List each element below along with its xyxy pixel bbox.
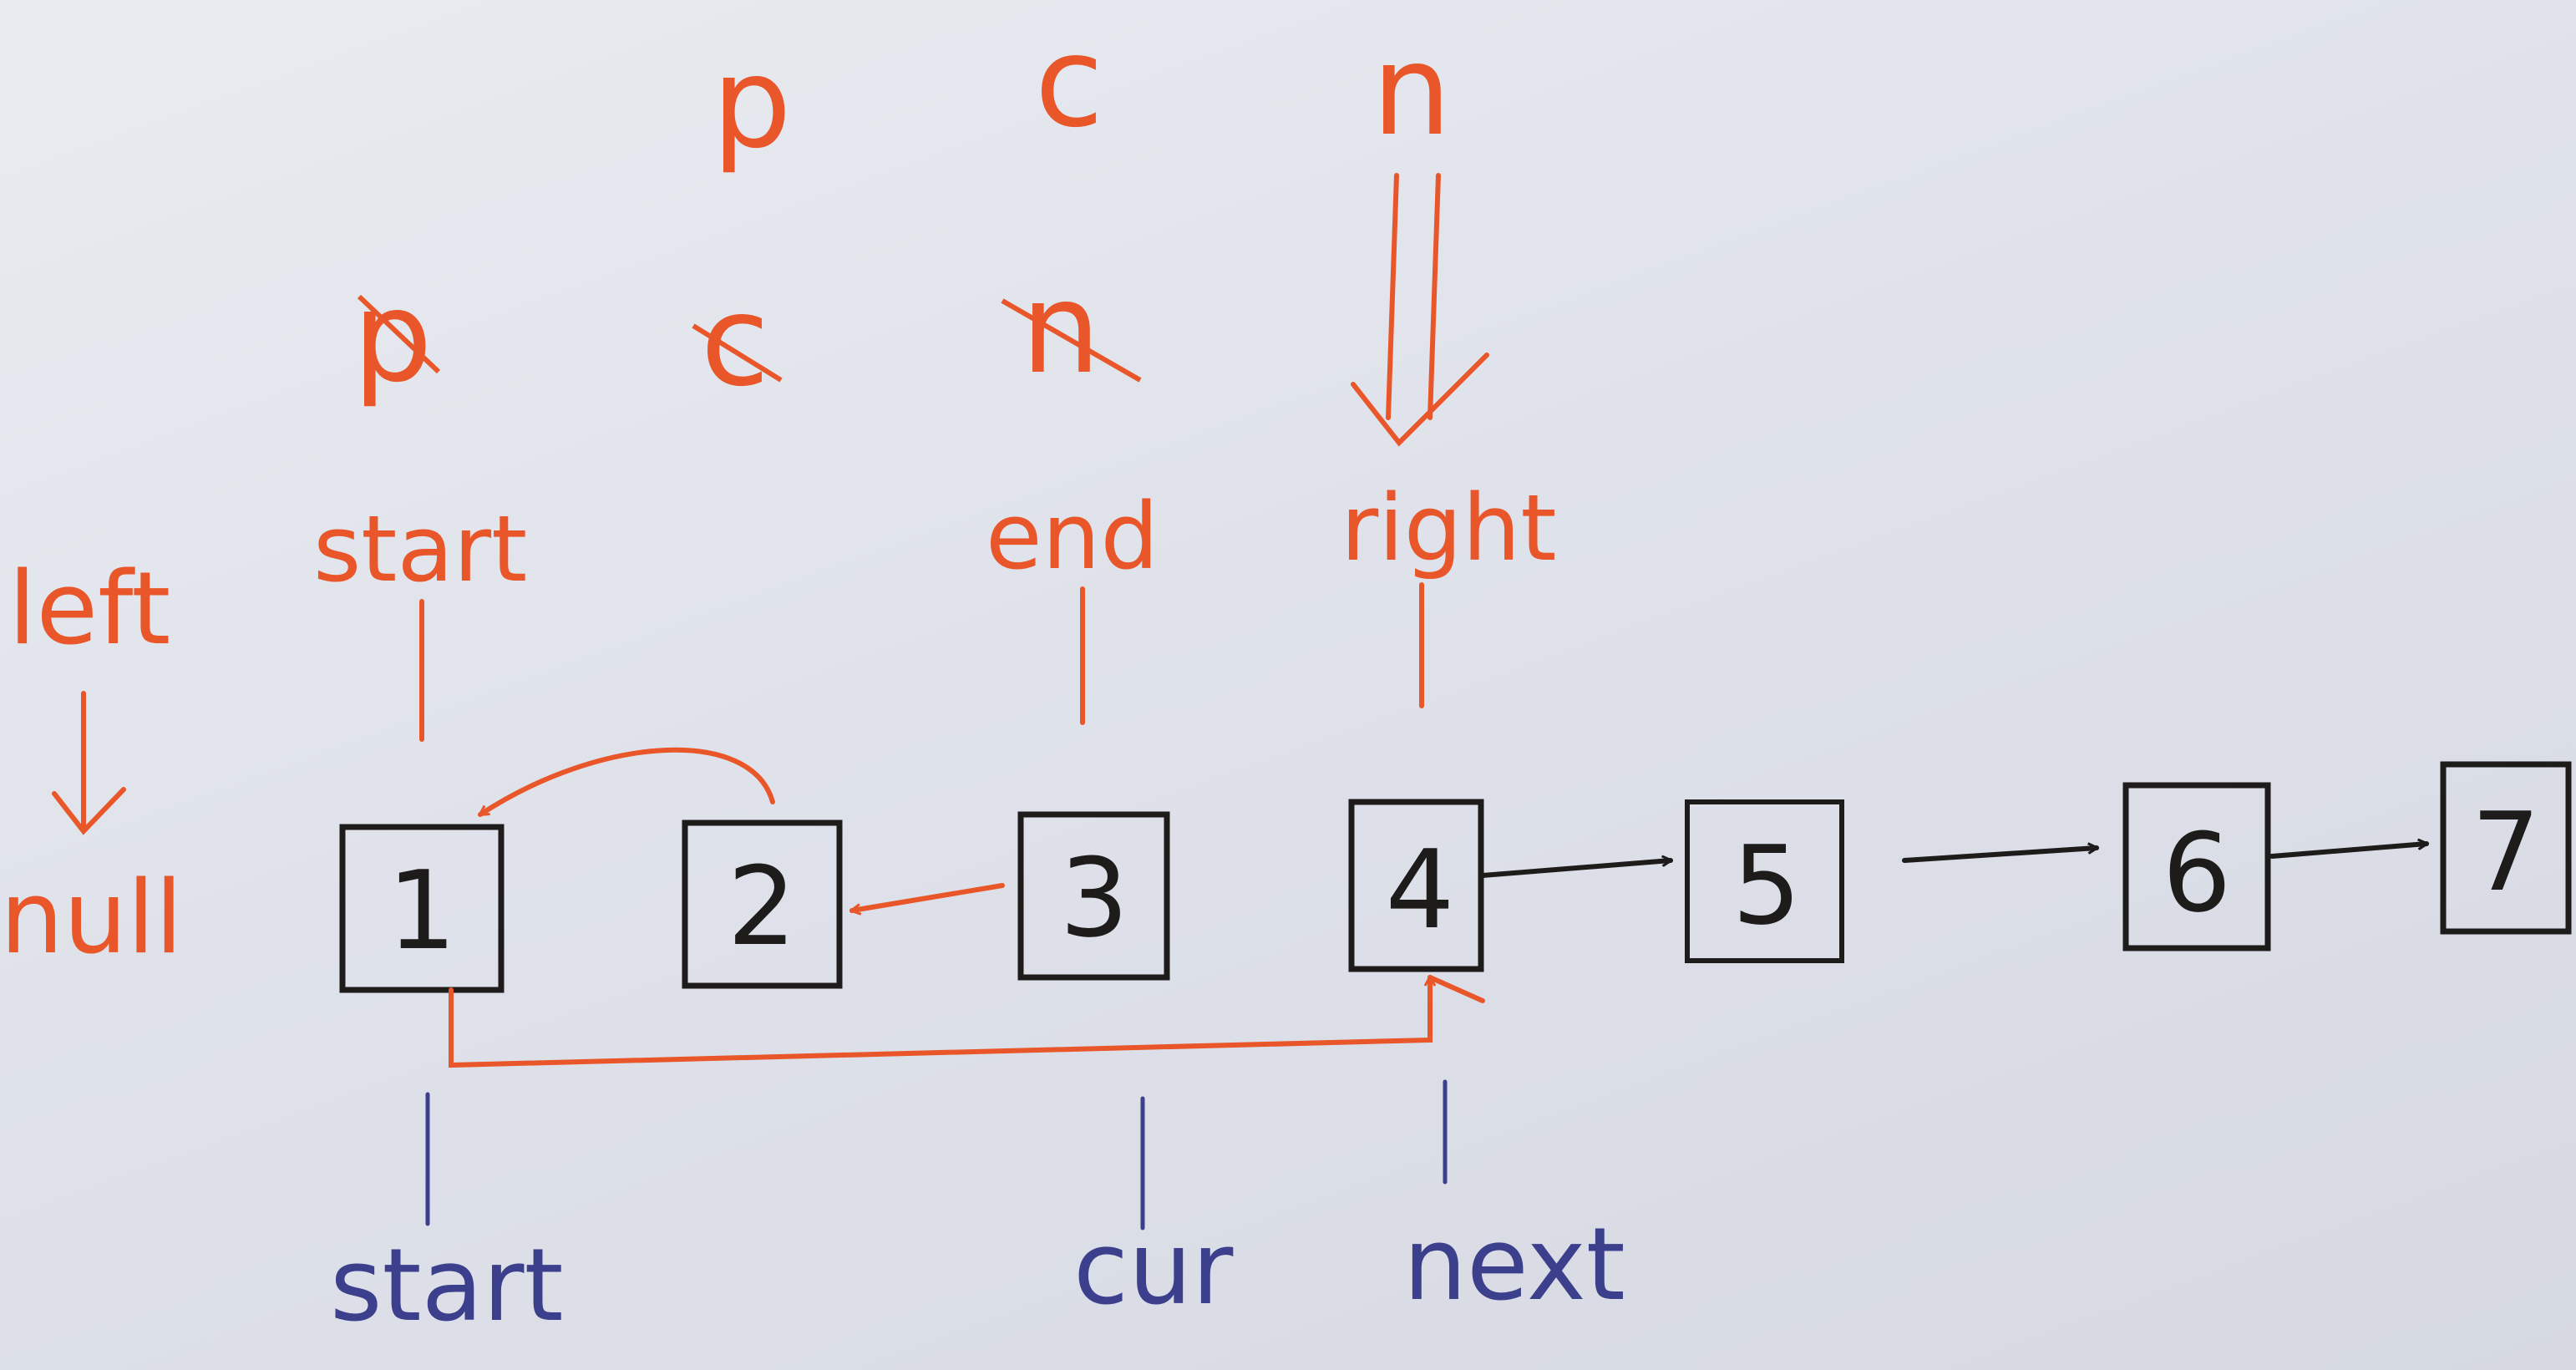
double-arrow-down — [1351, 173, 1489, 447]
node-4: 4 — [1348, 799, 1484, 972]
svg-text:1: 1 — [388, 847, 457, 974]
label-cur: cur — [1073, 1211, 1234, 1327]
top-letter-p: p — [712, 31, 791, 176]
left-to-null-arrow — [52, 691, 126, 835]
label-null: null — [0, 860, 183, 977]
top-letter-n: n — [1372, 18, 1451, 164]
svg-text:n: n — [1021, 256, 1100, 402]
svg-text:3: 3 — [1060, 835, 1129, 962]
crossed-letter-c: c — [692, 269, 783, 414]
label-left: left — [8, 551, 170, 667]
node-3: 3 — [1017, 811, 1170, 981]
label-start-bottom: start — [330, 1228, 564, 1344]
node-6: 6 — [2122, 782, 2271, 951]
svg-text:7: 7 — [2472, 789, 2541, 916]
node-2: 2 — [682, 819, 843, 989]
node-7: 7 — [2440, 761, 2572, 935]
crossed-letter-p: p — [352, 265, 441, 410]
top-letter-c: c — [1035, 10, 1103, 155]
node-1: 1 — [339, 824, 505, 993]
label-right: right — [1341, 474, 1556, 581]
svg-text:4: 4 — [1386, 826, 1455, 953]
svg-text:2: 2 — [728, 843, 797, 970]
label-end: end — [986, 483, 1159, 590]
svg-text:5: 5 — [1732, 822, 1802, 949]
label-next: next — [1403, 1207, 1625, 1323]
red-arrows — [449, 747, 1485, 1068]
svg-text:p: p — [352, 265, 432, 410]
pointer-ticks-red — [419, 582, 1424, 742]
node-5: 5 — [1685, 799, 1844, 963]
svg-text:c: c — [701, 269, 769, 414]
svg-text:6: 6 — [2163, 809, 2232, 936]
black-arrows — [1480, 844, 2426, 878]
crossed-letter-n: n — [1001, 256, 1142, 402]
label-start-top: start — [313, 495, 527, 602]
pointer-ticks-blue — [425, 1079, 1448, 1230]
